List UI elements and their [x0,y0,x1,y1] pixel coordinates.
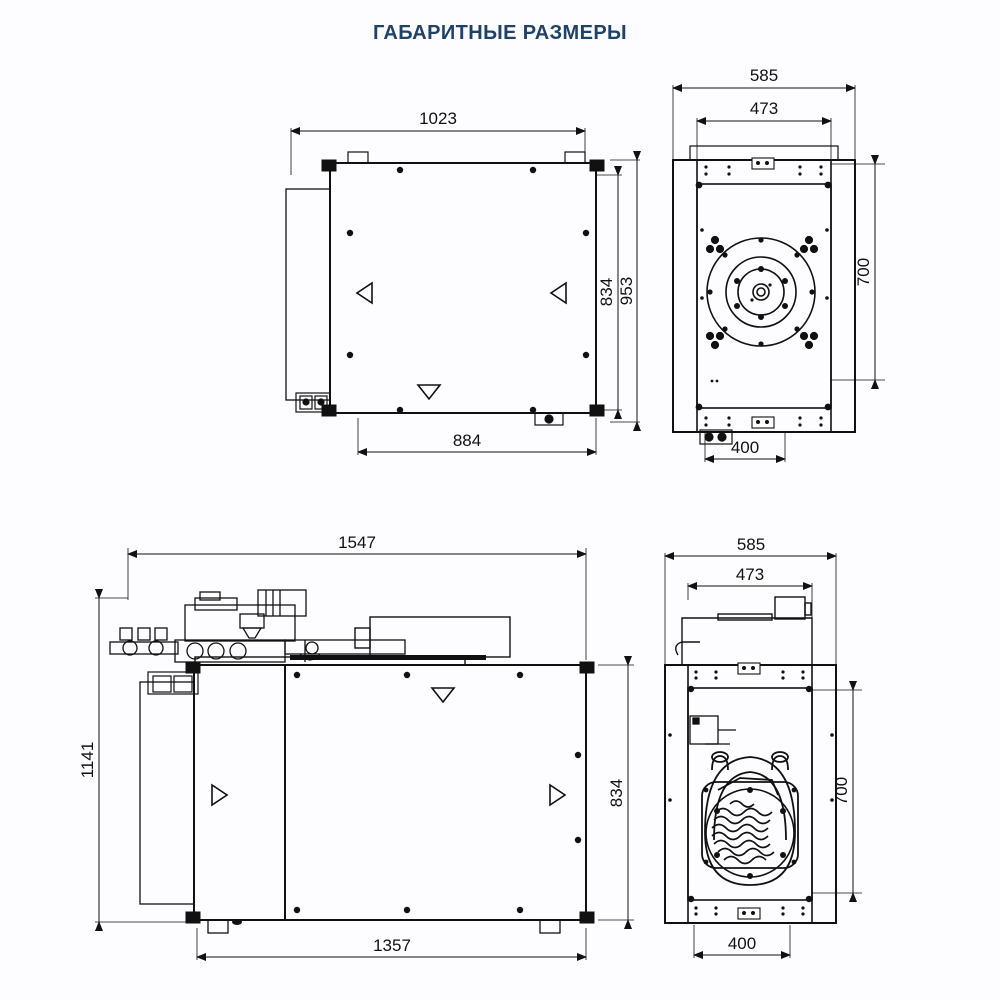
fan-coil-assembly-icon [701,751,799,886]
page-title: ГАБАРИТНЫЕ РАЗМЕРЫ [372,22,628,44]
top-view-bottom-tab [534,412,564,426]
front-view-feet [207,919,561,934]
rear-view-upper-hood [675,596,813,665]
front-view-corner-brackets [185,661,595,924]
dim-label-400-bottom: 400 [728,934,756,953]
airflow-arrow-icon [355,281,567,401]
side-view-rivets [695,165,832,427]
compressor-piping-assembly [109,589,406,663]
dim-label-700-top: 700 [854,258,873,286]
dim-label-473-top: 473 [750,99,778,118]
rear-view-rivets [668,670,834,916]
side-view-outer-frame [672,159,856,433]
view-top-left: 1023 953 834 884 [285,109,641,456]
side-view-latch [751,157,775,429]
dim-label-700-bottom: 700 [832,777,851,805]
corner-mount-icon [705,235,819,350]
view-top-right: 585 473 700 400 [672,66,885,463]
front-view-bolt-dots [293,671,582,914]
dim-label-1547: 1547 [338,533,376,552]
side-view-connector-block [699,429,733,445]
dim-label-473-bottom: 473 [736,565,764,584]
dim-label-884: 884 [453,431,481,450]
top-view-connector-block [295,392,331,413]
side-view-inner-body [696,159,832,433]
top-view-corner-brackets [321,159,605,417]
front-view-terminal-block [147,671,199,695]
dim-label-585-bottom: 585 [737,535,765,554]
front-view-cabinet [193,664,587,921]
front-view-left-panel [139,681,195,905]
top-view-top-tab [347,151,586,164]
airflow-arrow-icon-bottom [211,687,567,807]
dim-label-1141: 1141 [78,742,97,779]
top-view-bolt-dots [346,166,590,414]
rear-view-latch [737,662,761,920]
dim-label-400-top: 400 [731,438,759,457]
fan-blade-bundle [705,788,795,878]
dim-label-834: 834 [597,278,616,306]
dim-label-1357: 1357 [373,936,411,955]
top-view-body [329,162,597,414]
top-view-left-panel [285,188,331,401]
dim-label-585-top: 585 [750,66,778,85]
dim-label-1023: 1023 [419,109,457,128]
front-view-top-box [354,616,511,658]
view-bottom-left: 1547 1141 834 1357 [78,533,634,961]
dim-label-953: 953 [617,277,636,305]
rear-view-electrical-box [689,715,736,745]
dim-label-834-bottom: 834 [607,779,626,807]
view-bottom-right: 585 473 700 400 [664,535,862,959]
